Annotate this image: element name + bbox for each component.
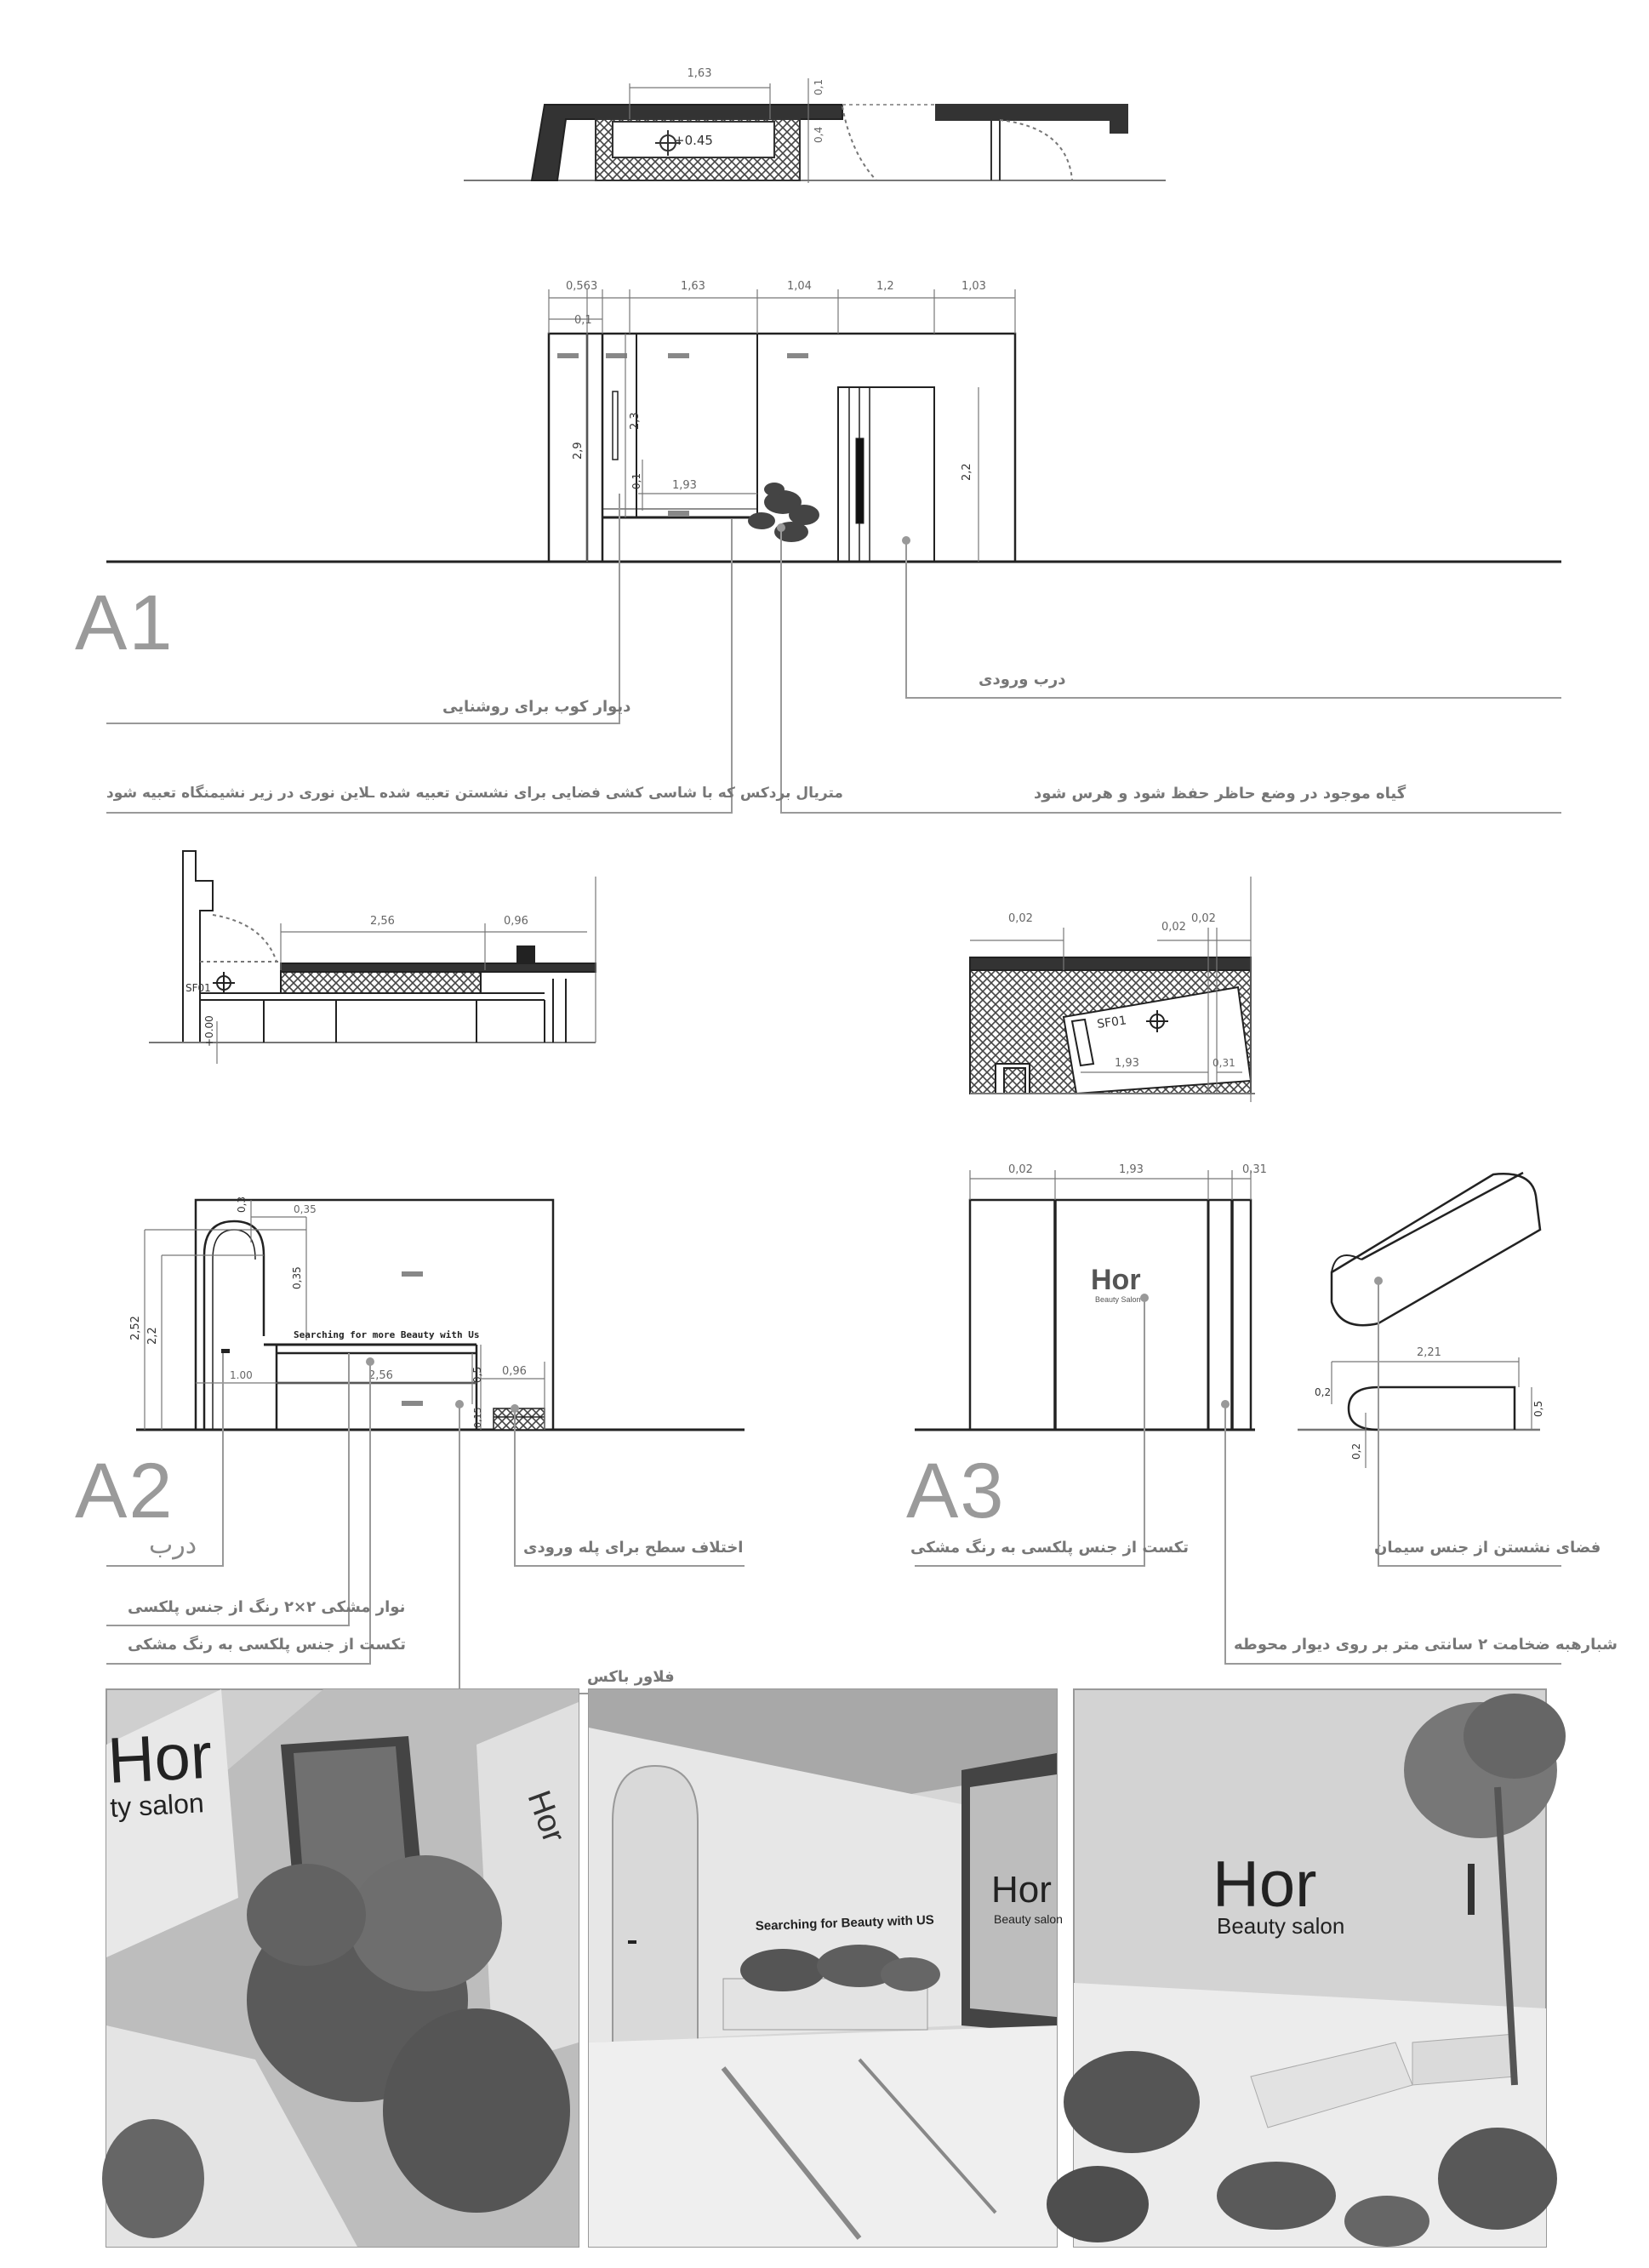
- a2-dim-total: 2,52: [129, 1316, 142, 1340]
- a1-note-entrance-door: درب ورودی: [979, 671, 1066, 688]
- a2-note-black-strip: نوار مشکی ۲×۲ رنگ از جنس پلکسی: [128, 1598, 406, 1616]
- a2-note-door: درب: [149, 1530, 197, 1560]
- plan-dim-side2: 0,4: [813, 127, 824, 143]
- a1-dim-4: 1,04: [787, 280, 812, 293]
- plan-level: +0.45: [674, 133, 713, 148]
- a3-leader-dot: [1374, 1277, 1383, 1285]
- render1-sub: ty salon: [109, 1787, 204, 1823]
- section-label-a1: A1: [75, 580, 174, 666]
- a2-note-black-text: تکست از جنس پلکسی به رنگ مشکی: [128, 1636, 406, 1654]
- a3-dimension-lines: [969, 1170, 1532, 1468]
- plan3-dim-1: 0,02: [1008, 912, 1033, 925]
- a2-elevation: [136, 1198, 745, 1431]
- a3-note-black-text: تکست از جنس پلکسی به رنگ مشکی: [910, 1539, 1189, 1557]
- a3-logo-sub: Beauty Salon: [1095, 1295, 1141, 1304]
- a3-elevation: [915, 1171, 1542, 1431]
- plan-dim-top-width: 1,63: [688, 67, 712, 80]
- a1-dimension-lines: [548, 289, 1016, 562]
- a2-dimension-lines: [144, 1200, 545, 1430]
- a1-leaders: [106, 494, 1561, 814]
- a2-dim-door-w: 1.00: [230, 1369, 253, 1381]
- plan-3: [969, 877, 1255, 1102]
- a2-dim-bench-h: 0,5: [471, 1367, 483, 1383]
- a1-dim-3: 1,63: [681, 280, 705, 293]
- top-plan: [464, 78, 1166, 183]
- a3-dim-w: 1,93: [1119, 1163, 1144, 1176]
- a2-dim-arch-h: 0,35: [291, 1266, 303, 1289]
- a1-note-material: متریال بردکس که با شاسی کشی فضایی برای ن…: [106, 785, 843, 802]
- a2-leaders: [106, 1353, 745, 1694]
- a2-leader-dot: [511, 1404, 519, 1413]
- a2-dim-step: 0,96: [502, 1365, 527, 1378]
- a1-elevation: [106, 332, 1561, 563]
- plan-2: [149, 850, 596, 1064]
- plan-dim-side: 0,1: [813, 79, 824, 95]
- a2-dim-top: 0,3: [236, 1197, 248, 1213]
- a3-leader-dot: [1140, 1294, 1149, 1302]
- a3-note-trellis: شبارهبه ضخامت ۲ سانتی متر بر روی دیوار م…: [1234, 1636, 1618, 1654]
- a1-plant-icon: [748, 483, 819, 542]
- a3-dim-bench-w: 2,21: [1417, 1346, 1441, 1359]
- a2-leader-dot: [455, 1400, 464, 1408]
- a2-leader-dot: [366, 1357, 374, 1366]
- a1-dim-5: 1,2: [876, 280, 894, 293]
- a3-dim-s: 0,31: [1242, 1163, 1267, 1176]
- plan3-dim-s: 0,31: [1212, 1057, 1235, 1069]
- plan2-dim-w1: 2,56: [370, 915, 395, 928]
- plan3-dim-w: 1,93: [1115, 1057, 1139, 1070]
- a1-dim-2: 0,563: [566, 280, 597, 293]
- render3-sub: Beauty salon: [1217, 1913, 1344, 1939]
- a1-dim-door: 2,2: [961, 463, 973, 481]
- a1-dim-bench: 1,93: [672, 479, 697, 492]
- a3-dim-h: 0,5: [1532, 1401, 1544, 1417]
- a2-dim-bench: 2,56: [368, 1369, 393, 1382]
- a1-dim-h2: 2,3: [629, 412, 642, 430]
- section-label-a2: A2: [75, 1448, 174, 1534]
- a1-dim-h3: 0,1: [630, 473, 642, 489]
- plan2-tag: SF01: [185, 982, 211, 994]
- render-2: [588, 1688, 1058, 2248]
- plan2-dim-w2: 0,96: [504, 915, 528, 928]
- a3-leader-dot: [1221, 1400, 1230, 1408]
- a1-note-lighting-wall: دیوار کوب برای روشنایی: [442, 698, 631, 716]
- a2-note-level-diff: اختلاف سطح برای پله ورودی: [523, 1539, 744, 1557]
- a1-dim-1: 0,1: [574, 314, 592, 327]
- a3-dim-r2: 0,2: [1350, 1443, 1362, 1460]
- render2-sub: Beauty salon: [994, 1912, 1063, 1926]
- plan3-tag: SF01: [1096, 1014, 1127, 1031]
- a1-dim-h1: 2,9: [572, 442, 585, 460]
- a2-sign-text: Searching for more Beauty with Us: [294, 1329, 480, 1340]
- plan3-dim-2: 0,02: [1161, 921, 1186, 934]
- a2-dim-step-h: 0,15: [472, 1408, 483, 1429]
- a1-note-plant: گیاه موجود در وضع حاظر حفظ شود و هرس شود: [1034, 785, 1406, 803]
- a1-dim-6: 1,03: [961, 280, 986, 293]
- a1-leader-dot: [902, 536, 910, 545]
- plan3-dim-3: 0,02: [1191, 912, 1216, 925]
- a1-leader-dot: [777, 523, 785, 532]
- a3-dim-r: 0,2: [1315, 1386, 1331, 1398]
- render-3: [1047, 1688, 1566, 2248]
- a3-note-seating: فضای نشستن از جنس سیمان: [1374, 1539, 1601, 1557]
- a3-logo: Hor: [1091, 1264, 1141, 1296]
- render2-logo: Hor: [991, 1869, 1052, 1911]
- a2-dim-arch: 0,35: [294, 1203, 317, 1215]
- render3-logo: Hor: [1212, 1848, 1316, 1921]
- render-1: [102, 1688, 579, 2248]
- a3-leaders: [915, 1281, 1561, 1665]
- a2-dim-door-h: 2,2: [146, 1327, 159, 1345]
- a3-dim-1: 0,02: [1008, 1163, 1033, 1176]
- plan2-level: +0.00: [203, 1015, 215, 1047]
- section-label-a3: A3: [906, 1448, 1006, 1534]
- a2-note-flower-box: فلاور باکس: [587, 1668, 675, 1686]
- render1-logo: Hor: [106, 1720, 214, 1797]
